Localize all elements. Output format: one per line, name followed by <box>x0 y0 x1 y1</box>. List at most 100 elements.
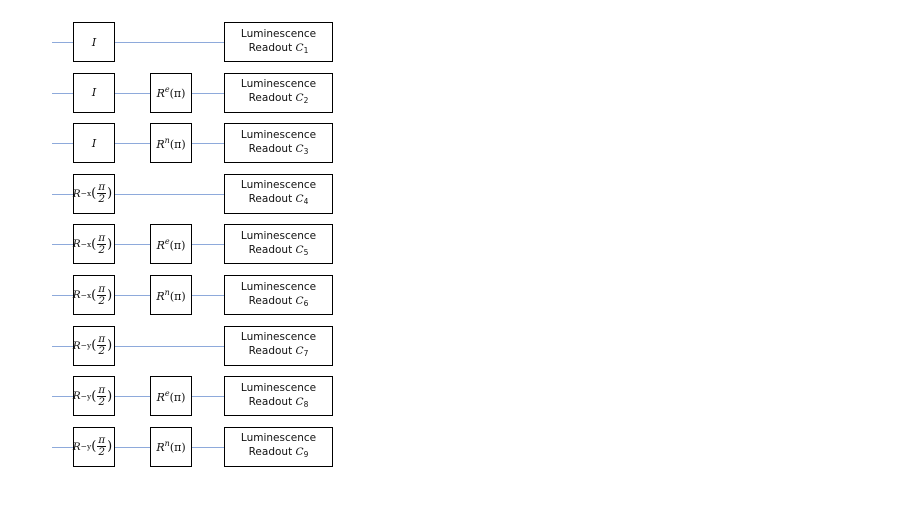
input-wire <box>52 193 73 195</box>
readout-prefix: Readout <box>248 92 293 105</box>
paren: ( <box>91 338 97 354</box>
fraction-denominator: 2 <box>98 345 106 358</box>
readout-index: 1 <box>303 45 309 55</box>
paren: ( <box>91 388 97 404</box>
readout-title: Luminescence <box>240 280 317 293</box>
paren: ) <box>107 388 113 404</box>
pi-pulse-gate: Rn(π) <box>150 426 192 467</box>
gate-subscript: −x <box>80 290 92 300</box>
gate-base: R <box>72 238 81 251</box>
wire-segment <box>115 396 150 398</box>
readout-line: Readout C2 <box>249 91 309 108</box>
paren: ) <box>107 287 113 303</box>
gate-base: R <box>156 238 165 252</box>
wire-segment <box>192 92 224 94</box>
fraction-numerator: π <box>97 383 107 397</box>
gate-base: R <box>72 390 81 403</box>
fraction-denominator: 2 <box>98 395 106 408</box>
wire-segment <box>192 396 224 398</box>
paren: ) <box>107 338 113 354</box>
readout-line: Readout C1 <box>249 41 309 58</box>
gate-label: I <box>91 136 97 150</box>
readout-index: 8 <box>303 399 309 409</box>
fraction-denominator: 2 <box>98 446 106 459</box>
fraction-denominator: 2 <box>98 193 106 206</box>
input-wire <box>52 396 73 398</box>
pi-pulse-gate: Re(π) <box>150 72 192 113</box>
readout-prefix: Readout <box>248 41 293 54</box>
readout-variable: C <box>295 142 304 155</box>
gate-superscript: e <box>164 388 170 398</box>
readout-index: 6 <box>303 298 309 308</box>
readout-variable: C <box>295 345 304 358</box>
fraction-numerator: π <box>97 434 107 448</box>
gate-base: R <box>72 440 81 453</box>
readout-index: 3 <box>303 146 309 156</box>
readout-line: Readout C9 <box>249 445 309 462</box>
readout-variable: C <box>295 243 304 256</box>
gate-label: I <box>91 35 97 49</box>
gate-base: R <box>156 390 165 404</box>
wire-segment <box>115 92 150 94</box>
readout-title: Luminescence <box>240 179 317 192</box>
paren: ( <box>91 236 97 252</box>
input-wire <box>52 42 73 43</box>
gate-label: Rn(π) <box>156 439 185 454</box>
pi-pulse-gate: Re(π) <box>150 224 192 265</box>
gate-base: R <box>156 441 165 455</box>
identity-gate: I <box>73 72 115 113</box>
gate-superscript: e <box>164 236 170 246</box>
gate-base: R <box>72 187 81 200</box>
gate-label: Re(π) <box>157 237 186 252</box>
fraction-numerator: π <box>97 333 107 347</box>
gate-superscript: n <box>164 287 170 297</box>
gate-subscript: −y <box>80 341 92 351</box>
wire-segment <box>192 244 224 246</box>
wire-segment <box>115 193 224 195</box>
fraction-denominator: 2 <box>98 294 106 307</box>
paren: ( <box>91 439 97 455</box>
gate-subscript: −x <box>80 189 92 199</box>
paren: ) <box>107 186 113 202</box>
readout-title: Luminescence <box>240 381 317 394</box>
readout-index: 9 <box>303 450 309 460</box>
input-wire <box>52 143 73 145</box>
readout-prefix: Readout <box>248 345 293 358</box>
wire-segment <box>115 295 150 296</box>
readout-title: Luminescence <box>240 128 317 141</box>
paren: ( <box>91 287 97 303</box>
readout-index: 2 <box>303 96 309 106</box>
wire-segment <box>115 446 150 448</box>
readout-variable: C <box>295 92 304 105</box>
readout-prefix: Readout <box>248 446 293 459</box>
fraction-denominator: 2 <box>98 243 106 256</box>
gate-superscript: n <box>164 135 170 145</box>
gate-label: Rn(π) <box>156 136 185 151</box>
gate-base: R <box>72 339 81 352</box>
wire-segment <box>192 295 224 296</box>
gate-label: Rn(π) <box>156 288 185 303</box>
identity-gate: I <box>73 22 115 62</box>
readout-line: Readout C6 <box>249 294 309 311</box>
readout-title: Luminescence <box>240 27 317 40</box>
readout-line: Readout C3 <box>249 142 309 159</box>
gate-argument: (π) <box>169 137 186 151</box>
